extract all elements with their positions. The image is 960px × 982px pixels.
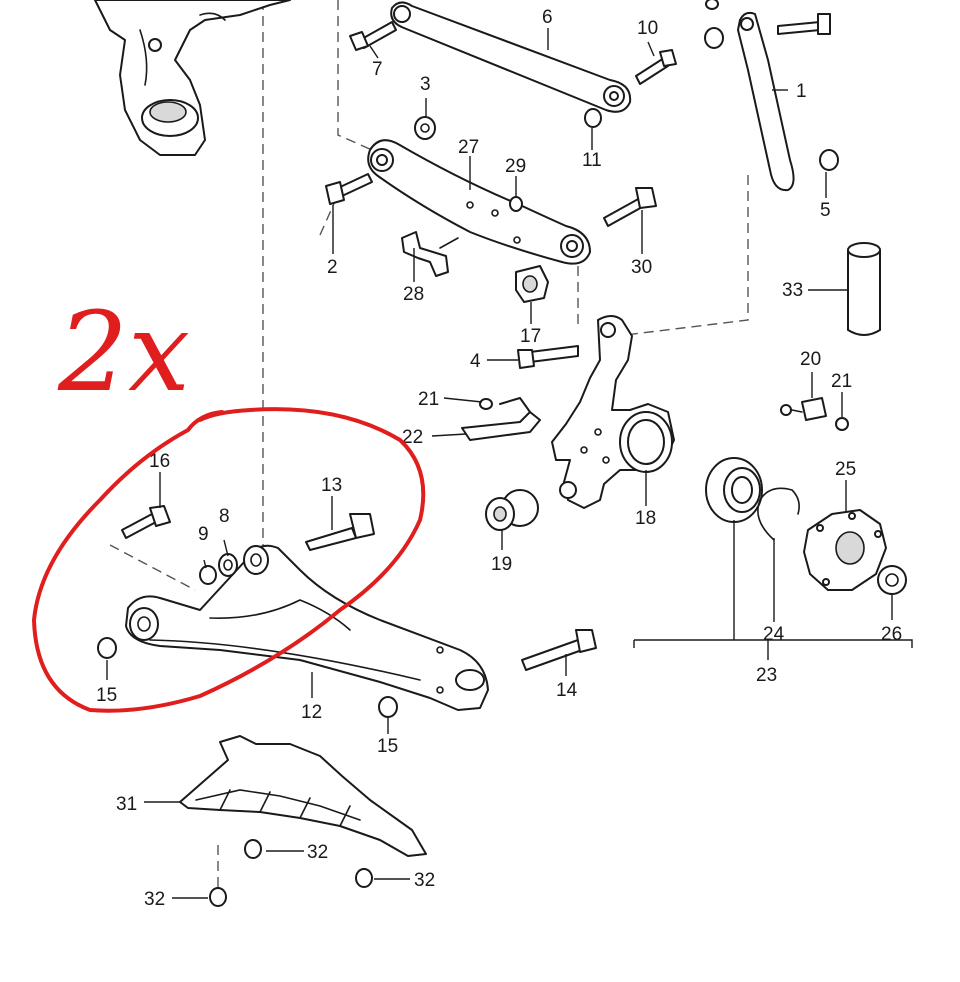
callout-32-c: 32 <box>144 889 165 910</box>
callout-23: 23 <box>756 665 777 686</box>
part-12-lower-control-arm <box>125 544 489 711</box>
part-4-bolt <box>517 345 579 369</box>
part-21-screw <box>479 398 493 410</box>
callout-24: 24 <box>763 624 785 645</box>
callout-15-right: 15 <box>377 736 398 757</box>
callout-25: 25 <box>835 459 856 480</box>
callout-17: 17 <box>520 326 541 347</box>
callout-labels: 1 2 3 4 5 6 7 8 9 10 11 12 13 14 15 15 1… <box>96 7 902 910</box>
part-5-nut <box>819 149 839 171</box>
callout-11: 11 <box>582 150 602 171</box>
part-11-nut <box>584 108 602 128</box>
callout-32-a: 32 <box>307 842 328 863</box>
callout-32-b: 32 <box>414 870 435 891</box>
part-9-nut <box>199 565 217 585</box>
part-1-nut-top <box>704 0 724 49</box>
callout-10: 10 <box>637 18 658 39</box>
callout-3: 3 <box>420 74 431 95</box>
part-6-upper-link <box>390 1 632 113</box>
callout-19: 19 <box>491 554 512 575</box>
part-16-bolt <box>121 505 171 539</box>
part-27-arm <box>367 139 591 265</box>
annotation-circle <box>32 407 426 713</box>
callout-7: 7 <box>372 59 383 80</box>
callout-30: 30 <box>631 257 652 278</box>
handwritten-annotation: 2x <box>32 288 426 713</box>
part-22-bracket <box>461 397 541 441</box>
callout-27: 27 <box>458 137 479 158</box>
part-32-screws <box>209 839 373 907</box>
callout-5: 5 <box>820 200 831 221</box>
part-7-bolt <box>349 21 397 51</box>
callout-12: 12 <box>301 702 322 723</box>
part-1-link <box>737 11 795 192</box>
part-26-nut <box>877 565 907 595</box>
part-20-sensor <box>780 397 827 421</box>
callout-22: 22 <box>402 427 423 448</box>
part-21-screw-right <box>835 417 849 431</box>
part-25-wheel-hub <box>803 509 887 591</box>
subframe-bracket <box>94 0 291 156</box>
callout-31: 31 <box>116 794 137 815</box>
callout-21-right: 21 <box>831 371 852 392</box>
callout-26: 26 <box>881 624 902 645</box>
part-17-bushing <box>515 265 549 303</box>
callout-16: 16 <box>149 451 170 472</box>
callout-20: 20 <box>800 349 821 370</box>
annotation-2x: 2x <box>57 288 190 416</box>
callout-1: 1 <box>796 81 807 102</box>
callout-18: 18 <box>635 508 656 529</box>
callout-29: 29 <box>505 156 526 177</box>
part-10-bolt <box>635 49 677 85</box>
leader-lines <box>106 28 913 899</box>
part-18-wheel-carrier <box>551 315 675 509</box>
callout-8: 8 <box>219 506 230 527</box>
part-1-bolt <box>777 13 831 35</box>
part-19-bushing <box>485 489 539 531</box>
part-29-nut <box>509 196 523 212</box>
callout-21-left: 21 <box>418 389 439 410</box>
callout-6: 6 <box>542 7 553 28</box>
part-23-bearing <box>705 457 763 523</box>
part-33-sleeve <box>847 242 881 336</box>
callout-28: 28 <box>403 284 424 305</box>
part-13-bolt <box>305 513 375 551</box>
callout-9: 9 <box>198 524 209 545</box>
callout-33: 33 <box>782 280 803 301</box>
callout-4: 4 <box>470 351 481 372</box>
part-15-nut-right <box>378 696 398 718</box>
part-8-washer <box>218 553 238 577</box>
part-14-bolt <box>521 629 597 671</box>
callout-14: 14 <box>556 680 578 701</box>
part-3-nut <box>414 116 436 140</box>
callout-13: 13 <box>321 475 342 496</box>
part-15-nut-left <box>97 637 117 659</box>
part-28-clip <box>401 231 459 277</box>
callout-15-left: 15 <box>96 685 117 706</box>
part-2-bolt <box>325 173 373 205</box>
callout-2: 2 <box>327 257 338 278</box>
part-31-cover <box>179 735 427 857</box>
part-30-bolt <box>603 187 657 227</box>
part-24-circlip <box>757 487 800 541</box>
